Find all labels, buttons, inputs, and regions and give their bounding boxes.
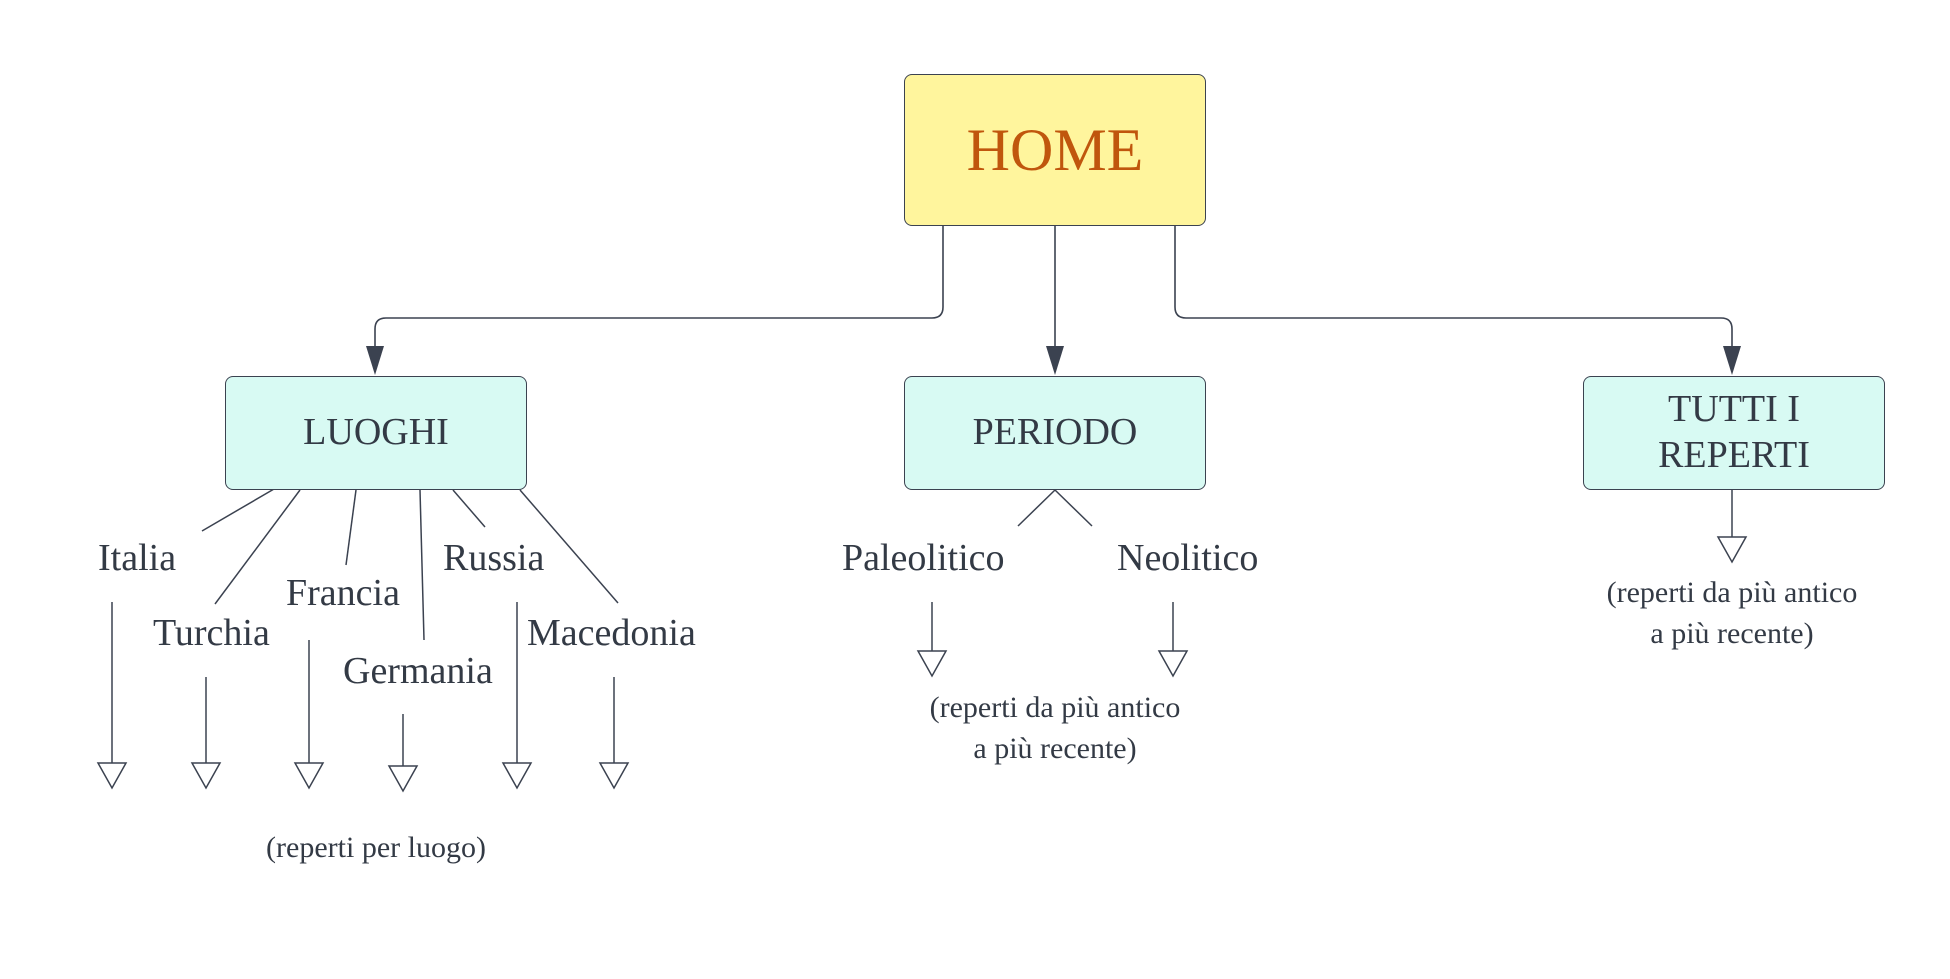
down-arrow-germania (387, 714, 419, 793)
branch-paleolitico (1017, 489, 1056, 527)
tutti-reperti-label: TUTTI I REPERTI (1658, 388, 1810, 476)
branch-russia (452, 489, 486, 528)
luoghi-node: LUOGHI (225, 376, 527, 490)
down-arrow-russia (501, 602, 533, 790)
item-francia: Francia (286, 572, 400, 614)
home-label: HOME (966, 116, 1144, 183)
item-germania: Germania (343, 650, 493, 692)
tutti-reperti-node: TUTTI I REPERTI (1583, 376, 1885, 490)
branch-neolitico (1054, 489, 1093, 527)
down-arrow-paleolitico (916, 602, 948, 678)
connector-home-luoghi (374, 226, 944, 372)
branch-macedonia (519, 489, 619, 604)
arrowhead-tutti (1723, 346, 1741, 375)
periodo-label: PERIODO (972, 411, 1138, 454)
note-luoghi: (reperti per luogo) (266, 831, 486, 864)
item-paleolitico: Paleolitico (842, 537, 1005, 579)
branch-germania (419, 489, 425, 641)
item-russia: Russia (443, 537, 545, 579)
connector-home-tutti (1174, 226, 1733, 372)
down-arrow-macedonia (598, 677, 630, 790)
item-italia: Italia (98, 537, 177, 579)
branch-italia (201, 488, 275, 532)
branch-turchia (214, 489, 301, 605)
down-arrow-neolitico (1157, 602, 1189, 678)
branch-francia (345, 489, 357, 566)
luoghi-label: LUOGHI (303, 411, 449, 454)
down-arrow-francia (293, 640, 325, 790)
home-node: HOME (904, 74, 1206, 226)
down-arrow-turchia (190, 677, 222, 790)
item-turchia: Turchia (153, 612, 270, 654)
item-macedonia: Macedonia (527, 612, 696, 654)
down-arrow-tutti (1716, 490, 1748, 564)
note-periodo: (reperti da più antico a più recente) (929, 691, 1181, 765)
periodo-node: PERIODO (904, 376, 1206, 490)
item-neolitico: Neolitico (1117, 537, 1259, 579)
arrowhead-periodo (1046, 346, 1064, 375)
arrowhead-luoghi (366, 346, 384, 375)
down-arrow-italia (96, 602, 128, 790)
note-tutti: (reperti da più antico a più recente) (1606, 576, 1858, 650)
